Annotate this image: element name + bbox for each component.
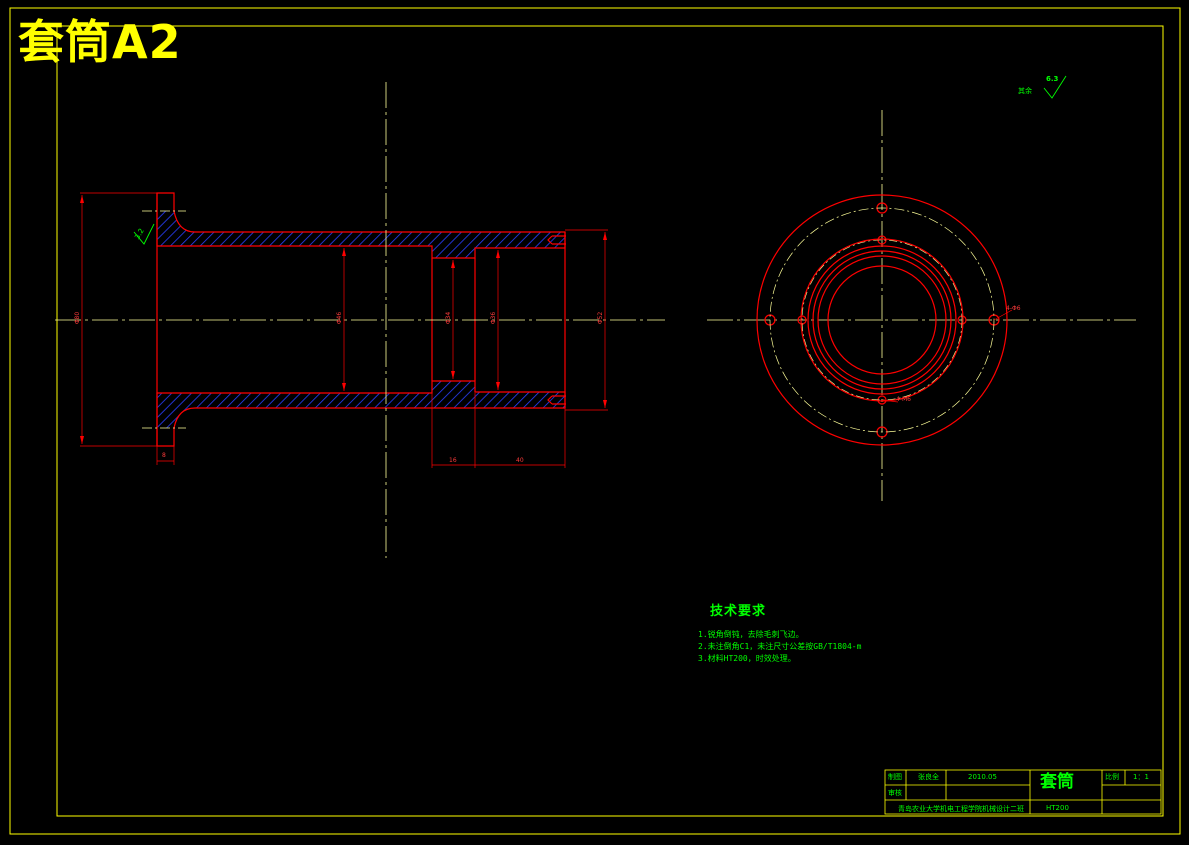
tb-scale-label: 比例	[1105, 773, 1119, 781]
bore-circle-1	[807, 245, 957, 395]
leader-line-2	[881, 399, 899, 403]
leader-line-1	[993, 309, 1013, 321]
dim-flange-dia: Φ80	[74, 311, 82, 325]
end-view	[707, 110, 1136, 501]
bore-circle-2	[812, 250, 952, 390]
thread-hole-top	[547, 235, 566, 245]
dim-len-b: 40	[516, 457, 524, 464]
technical-notes: 技术要求 1.锐角倒钝，去除毛刺飞边。 2.未注倒角C1，未注尺寸公差按GB/T…	[698, 600, 861, 665]
note-line-3: 3.材料HT200，时效处理。	[698, 654, 796, 663]
tb-school: 青岛农业大学机电工程学院机械设计二班	[898, 805, 1024, 813]
dim-len-a: 16	[449, 457, 457, 464]
inner-border	[56, 25, 1164, 817]
dim-bore-1: Φ46	[336, 311, 344, 325]
tb-material: HT200	[1046, 804, 1069, 812]
thread-circle	[801, 239, 963, 401]
section-outline-top	[156, 192, 566, 259]
title-block-frame	[884, 769, 1162, 815]
section-outline-bottom	[156, 380, 566, 447]
body-outer-circle	[800, 238, 964, 402]
tb-scale-value: 1：1	[1133, 773, 1149, 781]
thread-hole-bottom	[547, 395, 566, 405]
outer-border	[9, 7, 1181, 835]
notes-heading: 技术要求	[710, 604, 767, 619]
note-line-1: 1.锐角倒钝，去除毛刺飞边。	[698, 630, 804, 639]
flange-outer-circle	[756, 194, 1008, 446]
section-view	[55, 82, 665, 558]
tb-drawn-date: 2010.05	[968, 773, 997, 781]
dim-outer-dia: Φ52	[597, 311, 605, 325]
surface-finish-symbol	[1043, 75, 1067, 99]
surface-finish-value: 6.3	[1046, 75, 1059, 83]
roughness-symbol	[133, 223, 155, 245]
bore-circle-3	[817, 255, 947, 385]
tb-check-label: 审核	[888, 789, 902, 797]
tb-drawn-label: 制图	[888, 773, 902, 781]
bore-circle-4	[827, 265, 937, 375]
dim-flange-thk: 8	[162, 452, 166, 459]
section-hatch-top	[157, 211, 565, 258]
dim-bore-2: Φ34	[445, 311, 453, 325]
tb-drawn-name: 张良全	[918, 773, 939, 781]
hole-callout-1: 4-Φ6	[1006, 305, 1021, 312]
note-line-2: 2.未注倒角C1，未注尺寸公差按GB/T1804-m	[698, 642, 862, 651]
surface-finish-label: 其余	[1018, 87, 1032, 95]
drawing-title: 套筒A2	[18, 15, 182, 69]
tb-part-name: 套筒	[1040, 772, 1074, 792]
hole-callout-2: 4-M6	[896, 396, 911, 403]
section-hatch-bottom	[157, 381, 565, 428]
dim-bore-3: Φ36	[490, 311, 498, 325]
